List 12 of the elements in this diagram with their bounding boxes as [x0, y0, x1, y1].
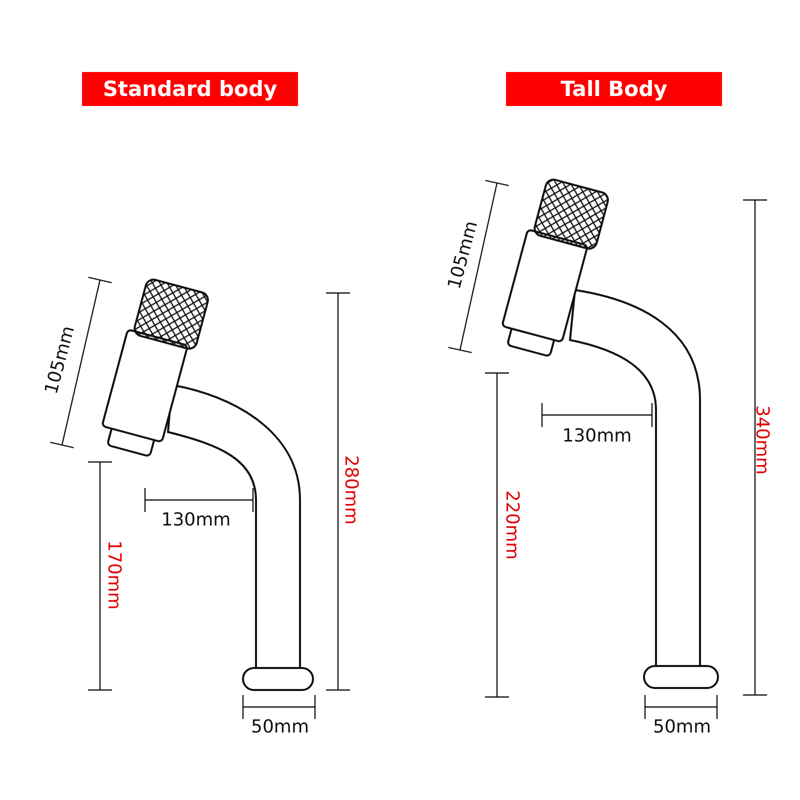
dimension-label: 130mm: [161, 510, 231, 530]
title-banner: Tall Body: [506, 72, 722, 106]
dimension-label: 105mm: [444, 218, 482, 292]
dimension-label: 170mm: [104, 540, 124, 610]
dimension-label: 220mm: [502, 490, 522, 560]
dimension-label: 280mm: [340, 455, 362, 525]
dimension-label: 50mm: [251, 716, 309, 738]
dimension-label: 50mm: [653, 716, 711, 738]
dimension-label: 340mm: [752, 405, 772, 475]
dimension-label: 105mm: [40, 324, 80, 396]
dimension-label: 130mm: [562, 426, 632, 446]
title-banner: Standard body: [82, 72, 298, 106]
